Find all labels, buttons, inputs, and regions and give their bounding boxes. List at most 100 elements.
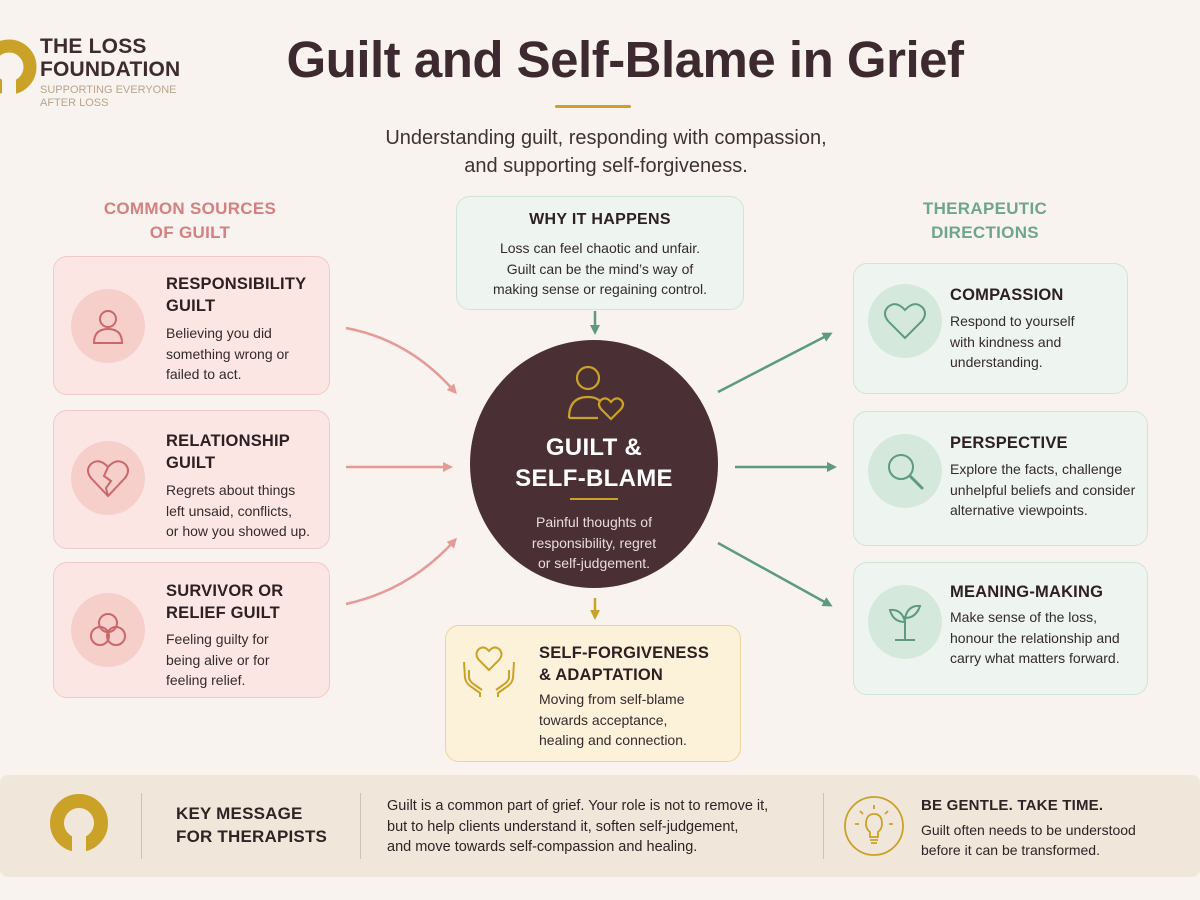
key-message-banner [0, 775, 1200, 877]
title-underline [555, 105, 631, 108]
card-text-line: unhelpful beliefs and consider [950, 481, 1136, 498]
page-title: Guilt and Self-Blame in Grief [286, 31, 964, 88]
card-description: Believing you did something wrong or fai… [166, 323, 326, 385]
card-survivor-relief-guilt: SURVIVOR OR RELIEF GUILT Feeling guilty … [53, 562, 330, 698]
card-text-line: towards acceptance, [539, 711, 668, 728]
card-description: Moving from self-blame towards acceptanc… [539, 689, 729, 751]
card-text-line: feeling relief. [166, 672, 246, 688]
card-description: Respond to yourself with kindness and un… [950, 311, 1150, 373]
card-title: PERSPECTIVE [950, 434, 1068, 452]
subtitle-line: and supporting self-forgiveness. [464, 155, 748, 177]
magnifier-icon [868, 434, 942, 508]
arrow-center-to-compassion [717, 332, 833, 394]
brand-name-line: THE LOSS [40, 35, 147, 58]
card-text-line: Believing you did [166, 325, 272, 341]
card-title: RELATIONSHIP GUILT [166, 430, 326, 474]
heading-line: THERAPEUTIC [922, 199, 1048, 218]
card-title: SELF-FORGIVENESS & ADAPTATION [539, 642, 729, 686]
banner-divider [823, 793, 824, 859]
central-title-line: GUILT & [545, 434, 643, 461]
card-title: WHY IT HAPPENS [529, 211, 671, 228]
heading-line: OF GUILT [149, 223, 231, 242]
card-text-line: something wrong or [166, 345, 289, 362]
card-title: RESPONSIBILITY GUILT [166, 273, 326, 317]
card-text-line: failed to act. [166, 366, 242, 382]
card-title: COMPASSION [950, 286, 1064, 304]
gentle-heading: BE GENTLE. TAKE TIME. [921, 797, 1104, 814]
card-title-line: RELIEF GUILT [166, 604, 280, 622]
card-text-line: healing and connection. [539, 732, 687, 748]
card-description: Regrets about things left unsaid, confli… [166, 480, 326, 542]
card-text-line: being alive or for [166, 651, 270, 668]
card-title-line: GUILT [166, 454, 216, 472]
interlinked-circles-icon [71, 593, 145, 667]
card-text-line: making sense or regaining control. [492, 281, 707, 297]
card-text-line: Guilt can be the mind’s way of [506, 260, 694, 277]
heading-line: DIRECTIONS [931, 223, 1039, 242]
card-perspective: PERSPECTIVE Explore the facts, challenge… [853, 411, 1148, 546]
card-title-line: RELATIONSHIP [166, 432, 291, 450]
card-text-line: Feeling guilty for [166, 631, 269, 647]
card-text-line: alternative viewpoints. [950, 502, 1088, 518]
card-text-line: left unsaid, conflicts, [166, 502, 293, 519]
card-text-line: Moving from self-blame [539, 691, 685, 707]
brand-name: THE LOSS FOUNDATION [40, 35, 220, 81]
card-title-line: RESPONSIBILITY [166, 275, 307, 293]
broken-heart-icon [71, 441, 145, 515]
hands-heart-icon [463, 646, 515, 697]
central-text-line: or self-judgement. [537, 555, 651, 571]
therapeutic-directions-heading: THERAPEUTIC DIRECTIONS [860, 197, 1110, 245]
tagline-line: SUPPORTING EVERYONE [40, 84, 177, 96]
central-concept-circle [470, 340, 718, 588]
subtitle: Understanding guilt, responding with com… [300, 124, 912, 180]
common-sources-heading: COMMON SOURCES OF GUILT [70, 197, 310, 245]
card-description: Feeling guilty for being alive or for fe… [166, 629, 326, 691]
card-text-line: Regrets about things [166, 482, 296, 498]
central-title: GUILT & SELF-BLAME [470, 432, 718, 494]
card-responsibility-guilt: RESPONSIBILITY GUILT Believing you did s… [53, 256, 330, 395]
gentle-text-line: Guilt often needs to be understood [921, 822, 1136, 838]
banner-divider [360, 793, 361, 859]
card-text-line: Explore the facts, challenge [950, 461, 1122, 477]
card-text-line: carry what matters forward. [950, 650, 1120, 666]
heart-icon [868, 284, 942, 358]
arrow-center-to-meaning [717, 541, 833, 607]
person-icon [71, 289, 145, 363]
brand-name-line: FOUNDATION [40, 58, 181, 81]
card-title: SURVIVOR OR RELIEF GUILT [166, 580, 326, 624]
subtitle-line: Understanding guilt, responding with com… [385, 127, 827, 149]
card-self-forgiveness: SELF-FORGIVENESS & ADAPTATION Moving fro… [445, 625, 741, 762]
card-title: MEANING-MAKING [950, 583, 1104, 601]
card-text-line: Loss can feel chaotic and unfair. [499, 240, 701, 256]
card-compassion: COMPASSION Respond to yourself with kind… [853, 263, 1128, 394]
card-title-line: GUILT [166, 297, 216, 315]
key-text-line: Guilt is a common part of grief. Your ro… [387, 798, 769, 814]
card-title-line: SURVIVOR OR [166, 582, 284, 600]
central-title-line: SELF-BLAME [515, 465, 673, 492]
central-text-line: Painful thoughts of [536, 514, 652, 530]
lightbulb-icon [844, 796, 904, 856]
card-title-line: & ADAPTATION [539, 666, 663, 684]
card-meaning-making: MEANING-MAKING Make sense of the loss, h… [853, 562, 1148, 695]
card-text-line: Respond to yourself [950, 313, 1075, 329]
heading-line: COMMON SOURCES [103, 199, 277, 218]
card-title-line: SELF-FORGIVENESS [539, 644, 710, 662]
person-heart-icon [567, 365, 625, 421]
brand-tagline: SUPPORTING EVERYONE AFTER LOSS [40, 84, 210, 110]
central-text-line: responsibility, regret [531, 534, 657, 551]
card-text-line: understanding. [950, 354, 1043, 370]
card-description: Make sense of the loss, honour the relat… [950, 607, 1150, 669]
central-divider [570, 498, 618, 500]
card-text-line: Make sense of the loss, [950, 609, 1098, 625]
key-message-text: Guilt is a common part of grief. Your ro… [387, 796, 807, 858]
card-text-line: with kindness and [950, 333, 1062, 350]
gentle-text-line: before it can be transformed. [921, 841, 1100, 858]
key-message-heading: KEY MESSAGE FOR THERAPISTS [176, 802, 356, 848]
card-description: Explore the facts, challenge unhelpful b… [950, 459, 1150, 521]
central-description: Painful thoughts of responsibility, regr… [505, 512, 683, 574]
key-text-line: but to help clients understand it, softe… [387, 818, 739, 835]
tagline-line: AFTER LOSS [40, 97, 109, 109]
foundation-logo-icon [50, 794, 108, 861]
banner-divider [141, 793, 142, 859]
